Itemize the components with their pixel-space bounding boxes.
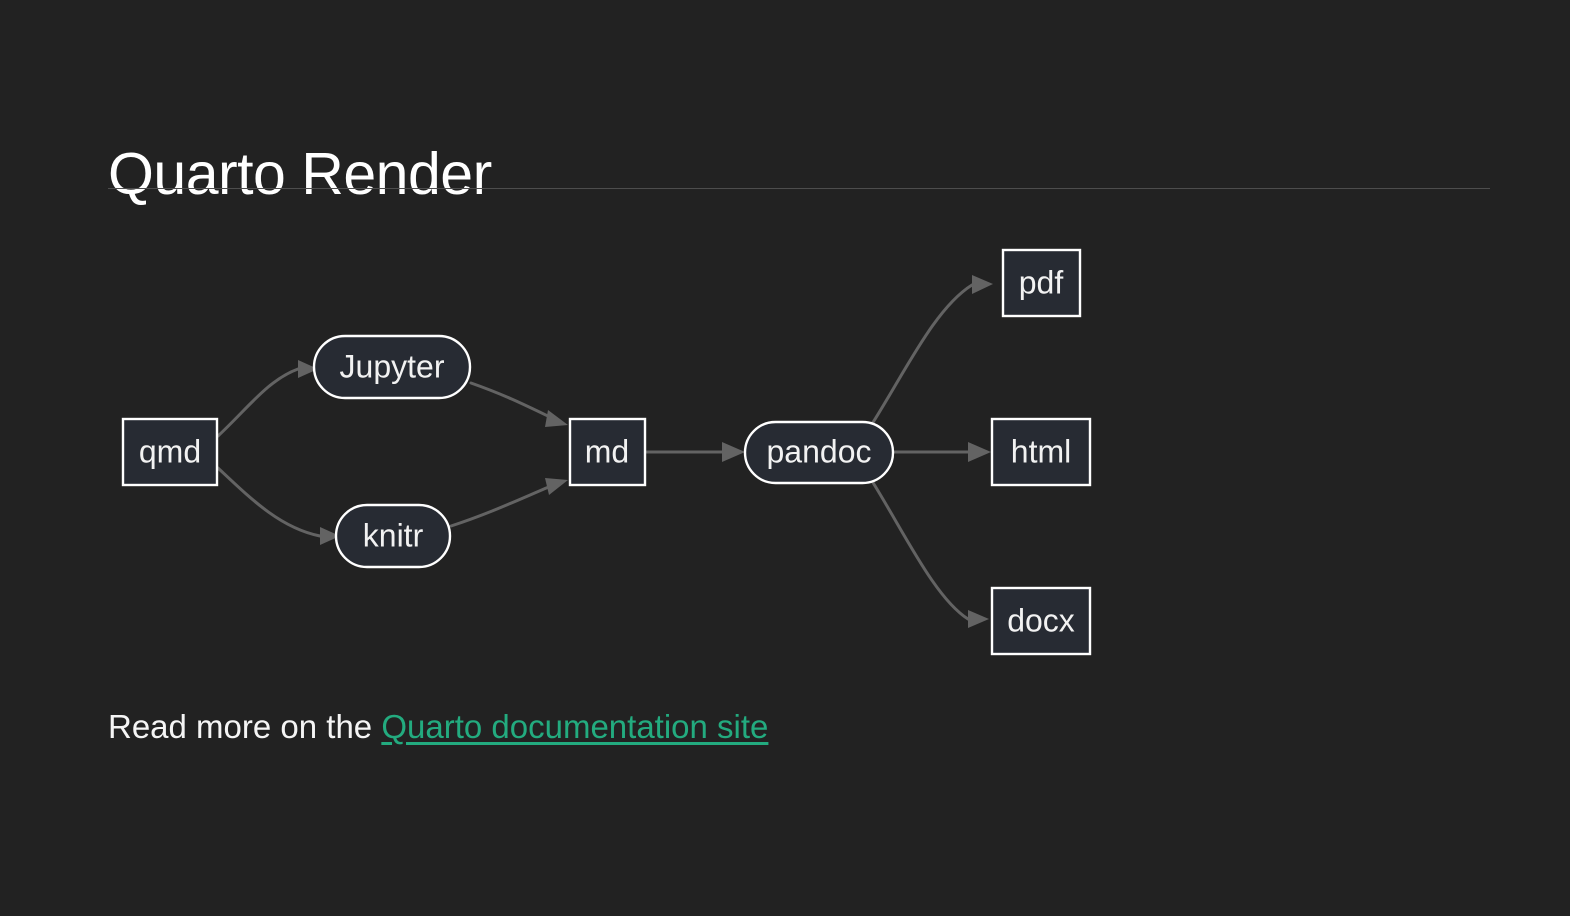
node-qmd-label: qmd <box>139 433 201 469</box>
node-knitr-label: knitr <box>363 517 424 553</box>
edge-qmd-to-jupyter <box>216 360 318 438</box>
node-md-label: md <box>585 433 629 469</box>
page-title: Quarto Render <box>108 140 492 207</box>
node-html-label: html <box>1011 433 1071 469</box>
node-pdf[interactable]: pdf <box>1001 248 1082 318</box>
node-md[interactable]: md <box>568 417 647 487</box>
node-knitr[interactable]: knitr <box>334 503 452 569</box>
edge-pandoc-to-docx <box>870 479 989 628</box>
edge-md-to-pandoc <box>644 442 745 462</box>
node-pdf-label: pdf <box>1019 264 1064 300</box>
edge-qmd-to-knitr <box>216 466 340 545</box>
title-divider <box>108 188 1490 189</box>
quarto-documentation-link[interactable]: Quarto documentation site <box>381 708 769 745</box>
node-docx-label: docx <box>1007 602 1075 638</box>
node-docx[interactable]: docx <box>990 586 1092 656</box>
edge-knitr-to-md <box>449 478 568 528</box>
read-more-text: Read more on the Quarto documentation si… <box>108 708 768 746</box>
edge-pandoc-to-pdf <box>870 275 993 426</box>
read-more-lead: Read more on the <box>108 708 382 745</box>
edge-pandoc-to-html <box>892 442 991 462</box>
node-qmd[interactable]: qmd <box>121 417 219 487</box>
node-pandoc-label: pandoc <box>767 433 872 469</box>
node-jupyter-label: Jupyter <box>340 348 445 384</box>
edge-jupyter-to-md <box>469 381 568 427</box>
node-html[interactable]: html <box>990 417 1092 487</box>
node-jupyter[interactable]: Jupyter <box>312 334 472 400</box>
node-pandoc[interactable]: pandoc <box>743 420 895 485</box>
